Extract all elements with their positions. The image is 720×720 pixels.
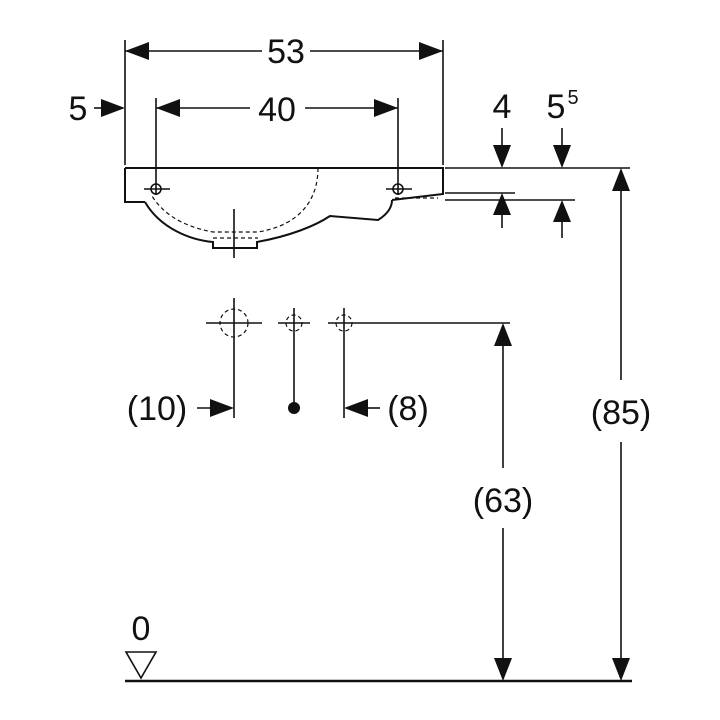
label-right-outlet: (8)	[387, 390, 429, 428]
dimension-left-outlet: (10)	[127, 390, 234, 428]
label-floor-level: 0	[132, 610, 151, 648]
label-second-depth-sup: 5	[567, 87, 578, 109]
dimension-offset-left: 5	[69, 90, 125, 128]
drain-point	[288, 402, 300, 414]
dimension-right-outlet: (8)	[344, 390, 429, 428]
label-total-height: (85)	[591, 394, 651, 432]
floor-level: 0	[124, 610, 632, 683]
dimension-total-height: (85)	[591, 168, 651, 681]
dimension-rim-thickness: 4	[445, 88, 630, 228]
label-left-outlet: (10)	[127, 390, 187, 428]
dimension-outlet-height: (63)	[473, 323, 533, 681]
label-rim-thickness: 4	[493, 88, 512, 126]
outlet-symbols	[206, 298, 510, 418]
dimension-hole-spacing: 40	[155, 91, 399, 195]
label-offset-left: 5	[69, 90, 88, 128]
label-second-depth: 5	[547, 88, 566, 126]
label-width-total: 53	[267, 33, 305, 71]
dimension-second-depth: 5 5	[445, 87, 579, 238]
label-hole-spacing: 40	[258, 91, 296, 129]
dimension-width-total: 53	[124, 33, 444, 165]
level-triangle-icon	[124, 651, 158, 680]
basin-outline	[124, 167, 444, 258]
label-outlet-height: (63)	[473, 482, 533, 520]
